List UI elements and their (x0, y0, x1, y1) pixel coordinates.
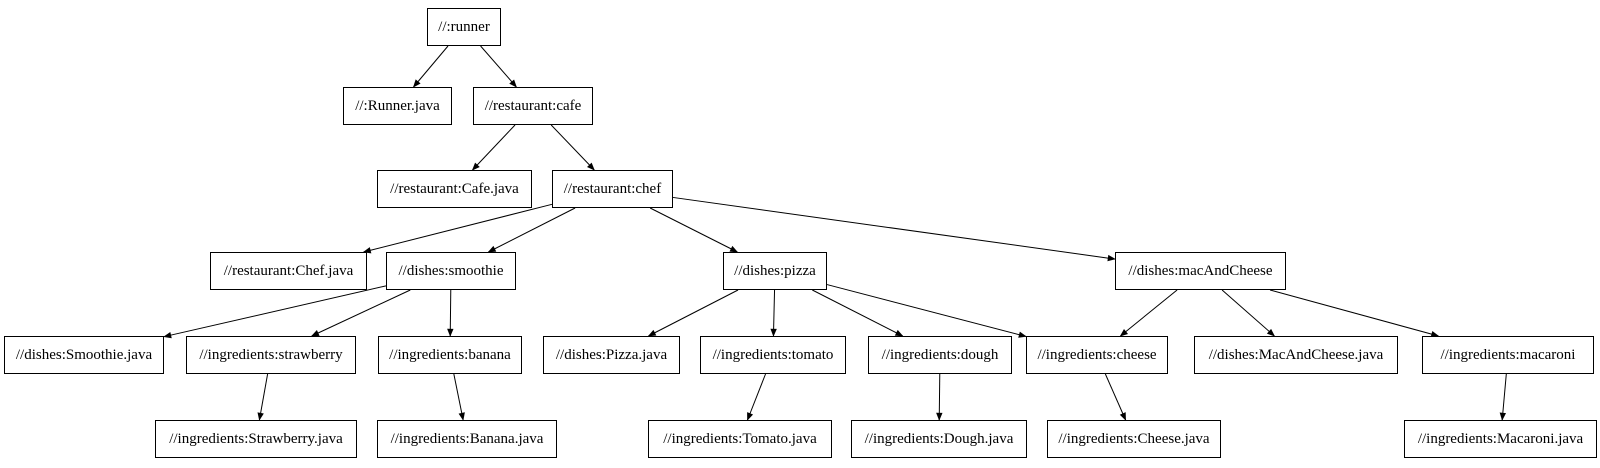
edge-pizza-to-pizza-java (647, 289, 739, 337)
node-smoothie-java: //dishes:Smoothie.java (4, 336, 164, 374)
node-banana: //ingredients:banana (378, 336, 522, 374)
node-tomato-java: //ingredients:Tomato.java (648, 420, 832, 458)
edge-chef-to-pizza (649, 207, 739, 253)
edge-chef-to-chef-java (362, 203, 553, 254)
node-pizza-java: //dishes:Pizza.java (543, 336, 680, 374)
edge-chef-to-smoothie (487, 207, 576, 253)
node-mac-and-cheese-java: //dishes:MacAndCheese.java (1194, 336, 1398, 374)
node-strawberry-java: //ingredients:Strawberry.java (155, 420, 357, 458)
node-cafe: //restaurant:cafe (473, 87, 593, 125)
edge-smoothie-to-banana (447, 289, 454, 337)
edge-smoothie-to-strawberry (310, 289, 411, 337)
edge-strawberry-to-strawberry-java (257, 373, 269, 421)
node-dough-java: //ingredients:Dough.java (851, 420, 1027, 458)
node-runner: //:runner (427, 8, 501, 46)
node-cafe-java: //restaurant:Cafe.java (377, 170, 532, 208)
node-dough: //ingredients:dough (868, 336, 1012, 374)
edge-mac-and-cheese-to-macaroni (1269, 289, 1440, 338)
edge-pizza-to-cheese (826, 284, 1027, 338)
node-macaroni: //ingredients:macaroni (1422, 336, 1594, 374)
edge-chef-to-mac-and-cheese (672, 196, 1116, 262)
node-chef-java: //restaurant:Chef.java (210, 252, 367, 290)
edge-runner-to-cafe (480, 45, 517, 88)
node-pizza: //dishes:pizza (723, 252, 827, 290)
node-strawberry: //ingredients:strawberry (186, 336, 356, 374)
edge-smoothie-to-smoothie-java (163, 285, 387, 339)
node-smoothie: //dishes:smoothie (386, 252, 516, 290)
edge-pizza-to-tomato (770, 289, 777, 337)
edge-mac-and-cheese-to-mac-and-cheese-java (1221, 289, 1275, 337)
node-chef: //restaurant:chef (552, 170, 673, 208)
node-banana-java: //ingredients:Banana.java (377, 420, 557, 458)
node-tomato: //ingredients:tomato (700, 336, 846, 374)
edge-macaroni-to-macaroni-java (1499, 373, 1507, 421)
node-macaroni-java: //ingredients:Macaroni.java (1404, 420, 1597, 458)
node-cheese-java: //ingredients:Cheese.java (1047, 420, 1221, 458)
edge-mac-and-cheese-to-cheese (1119, 289, 1178, 337)
edge-cafe-to-chef (550, 124, 595, 171)
edge-dough-to-dough-java (936, 373, 943, 421)
edge-tomato-to-tomato-java (746, 373, 767, 421)
node-cheese: //ingredients:cheese (1026, 336, 1168, 374)
edge-runner-to-runner-java (412, 45, 449, 88)
edge-cheese-to-cheese-java (1104, 373, 1127, 421)
edge-cafe-to-cafe-java (471, 124, 516, 171)
edge-pizza-to-dough (812, 289, 904, 337)
edge-banana-to-banana-java (453, 373, 465, 421)
node-runner-java: //:Runner.java (343, 87, 452, 125)
node-mac-and-cheese: //dishes:macAndCheese (1115, 252, 1286, 290)
